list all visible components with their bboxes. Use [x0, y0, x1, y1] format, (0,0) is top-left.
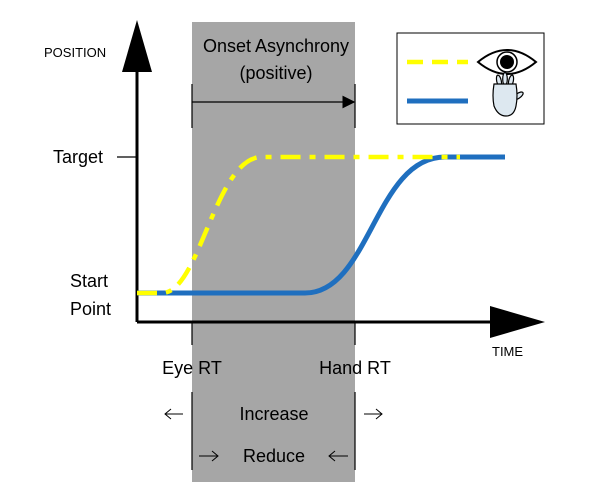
hand-rt-label: Hand RT — [319, 358, 391, 378]
x-axis-arrowhead — [490, 306, 545, 338]
y-axis-label: POSITION — [44, 45, 106, 60]
reduce-label: Reduce — [243, 446, 305, 466]
reduce-left-arrowhead — [328, 450, 336, 462]
increase-right-arrowhead — [375, 408, 383, 420]
target-label: Target — [53, 147, 103, 167]
x-axis-label: TIME — [492, 344, 523, 359]
onset-asynchrony-region — [192, 22, 355, 482]
legend-box — [396, 32, 545, 125]
y-axis-arrowhead — [122, 20, 152, 72]
start-point-label-line1: Start — [70, 271, 108, 291]
eye-rt-label: Eye RT — [162, 358, 222, 378]
start-point-label-line2: Point — [70, 299, 111, 319]
legend — [396, 32, 545, 125]
eye-position-curve — [137, 154, 460, 296]
hand-position-curve — [137, 154, 505, 296]
increase-left-arrowhead — [164, 408, 172, 420]
region-title-line1: Onset Asynchrony — [203, 36, 349, 56]
hand-icon — [492, 71, 524, 117]
increase-label: Increase — [239, 404, 308, 424]
reduce-right-arrowhead — [211, 450, 219, 462]
eye-icon — [476, 49, 538, 75]
region-title-line2: (positive) — [239, 63, 312, 83]
